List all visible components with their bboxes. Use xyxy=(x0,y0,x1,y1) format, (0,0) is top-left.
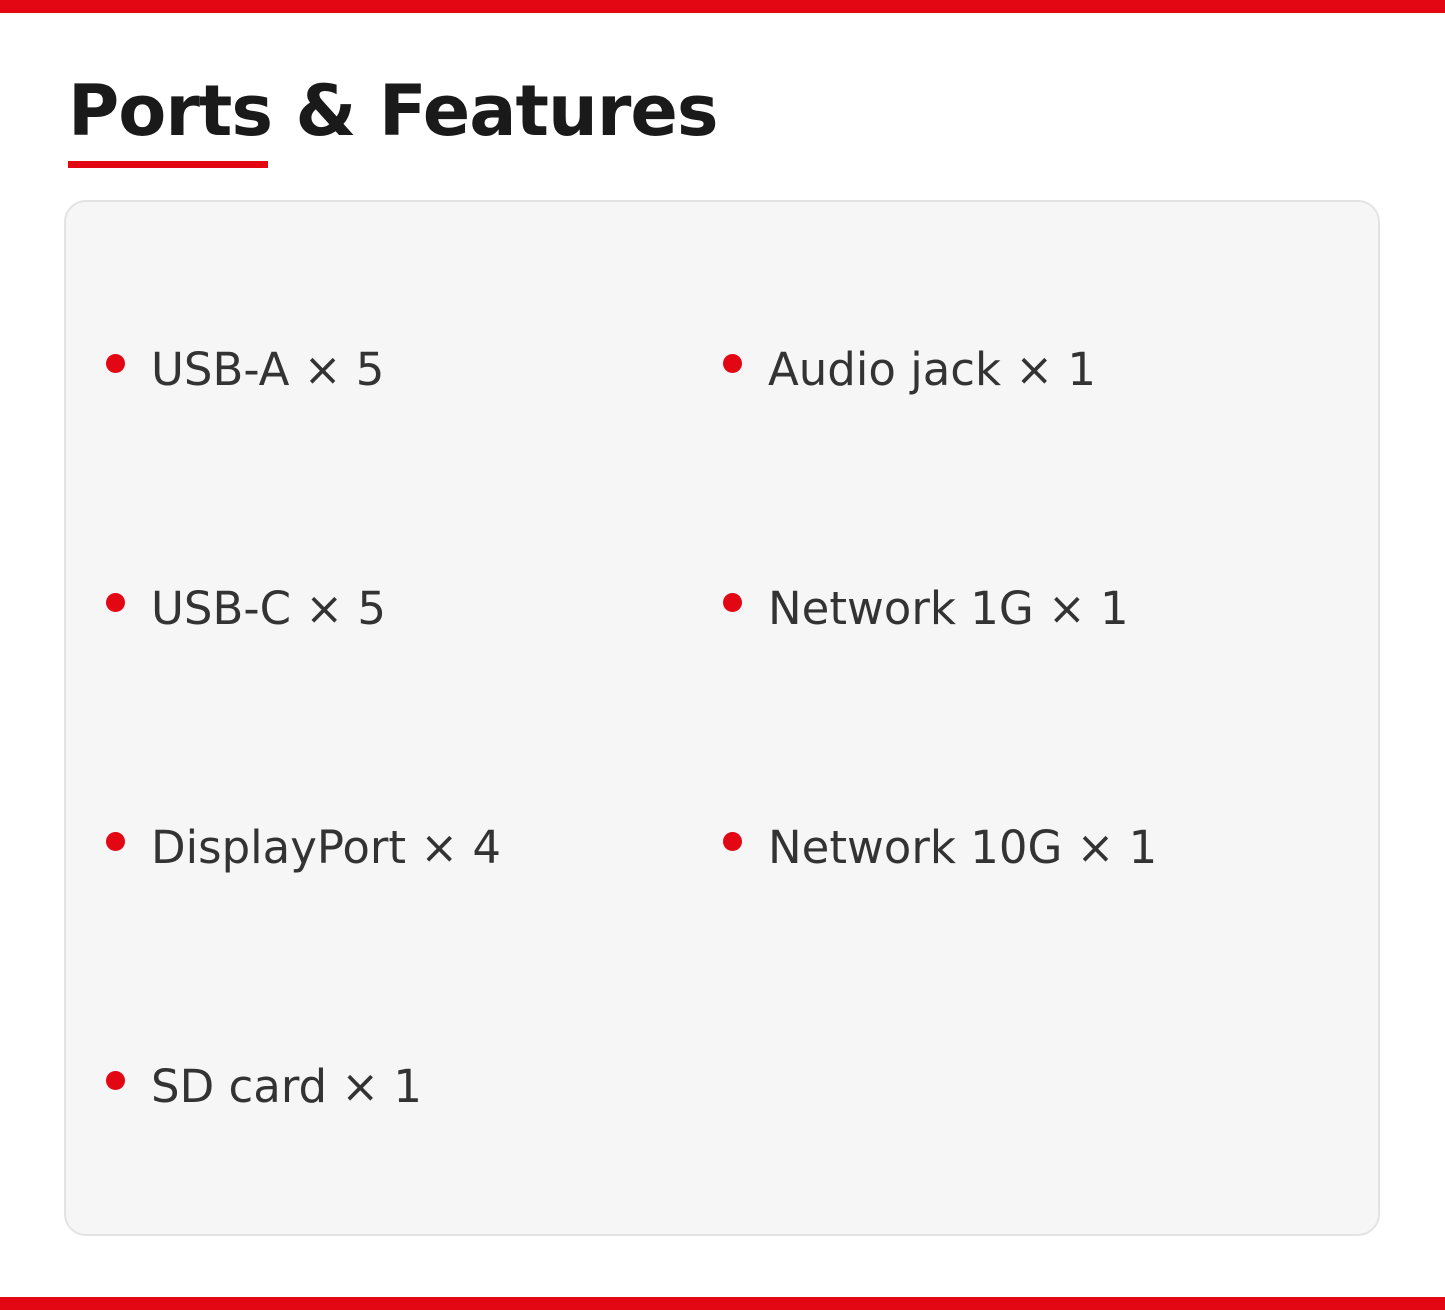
title-underline xyxy=(68,161,268,168)
feature-label: Network 10G × 1 xyxy=(768,821,1158,874)
bullet-icon xyxy=(723,832,742,851)
feature-label: DisplayPort × 4 xyxy=(151,821,502,874)
top-accent-bar xyxy=(0,0,1445,13)
feature-label: Network 1G × 1 xyxy=(768,582,1129,635)
bullet-icon xyxy=(106,1071,125,1090)
feature-label: USB-C × 5 xyxy=(151,582,386,635)
page-title: Ports & Features xyxy=(68,70,718,152)
bullet-icon xyxy=(106,593,125,612)
feature-label: USB-A × 5 xyxy=(151,343,385,396)
features-card: USB-A × 5 USB-C × 5 DisplayPort × 4 SD c… xyxy=(64,200,1380,1236)
bottom-accent-bar xyxy=(0,1297,1445,1310)
bullet-icon xyxy=(106,832,125,851)
bullet-icon xyxy=(723,354,742,373)
feature-label: Audio jack × 1 xyxy=(768,343,1097,396)
feature-label: SD card × 1 xyxy=(151,1060,423,1113)
bullet-icon xyxy=(723,593,742,612)
bullet-icon xyxy=(106,354,125,373)
